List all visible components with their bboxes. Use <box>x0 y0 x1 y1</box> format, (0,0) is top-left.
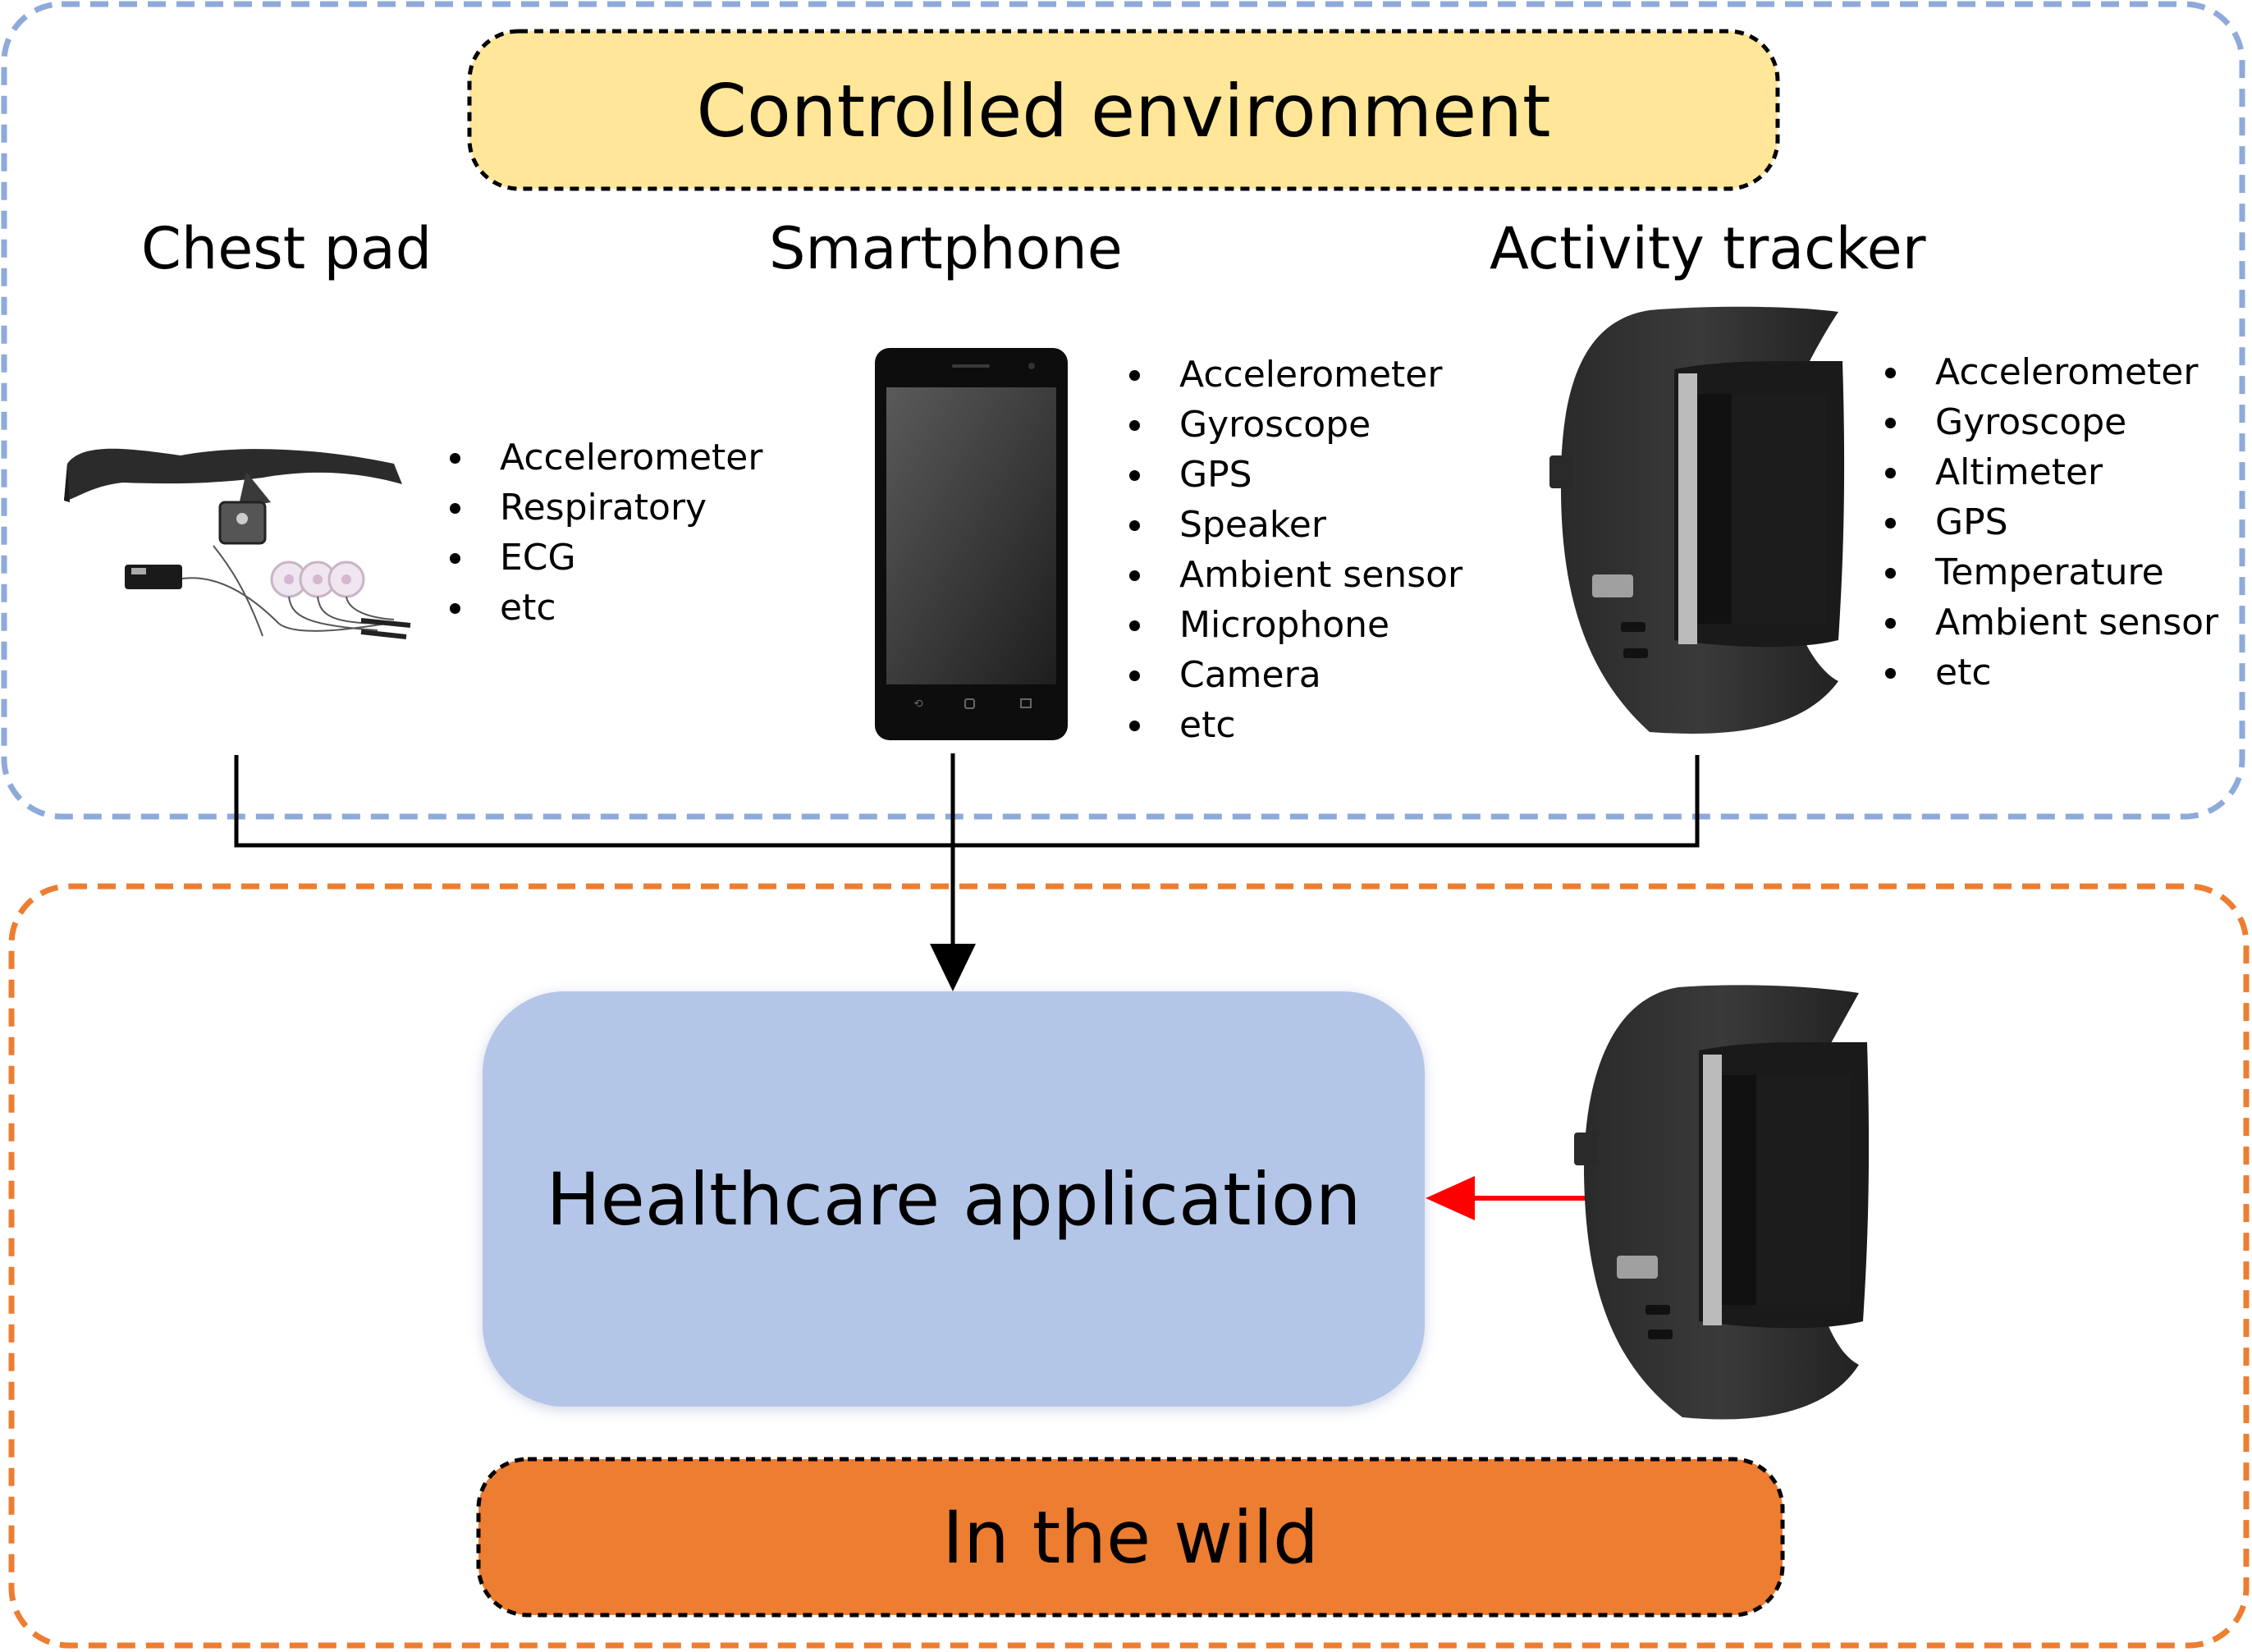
activity-tracker-title: Activity tracker <box>1490 215 1926 282</box>
chest-strap-icon <box>64 448 411 639</box>
controlled-environment-title: Controlled environment <box>696 69 1551 153</box>
in-the-wild-zone <box>8 883 2250 1649</box>
sensor-item: Accelerometer <box>1129 350 1462 400</box>
smartphone-icon: ⟲ <box>875 348 1068 740</box>
controlled-environment-banner <box>467 29 1780 191</box>
healthcare-application-label: Healthcare application <box>546 1156 1362 1242</box>
in-the-wild-banner <box>476 1457 1785 1618</box>
sensor-item: Temperature <box>1885 547 2218 597</box>
sensor-item: Gyroscope <box>1129 400 1462 450</box>
smartphone-title: Smartphone <box>769 215 1123 282</box>
sensor-item: Accelerometer <box>1885 347 2218 397</box>
sensor-item: ECG <box>450 533 762 583</box>
sensor-item: Gyroscope <box>1885 397 2218 447</box>
chest-pad-title: Chest pad <box>141 215 433 282</box>
sensor-item: Speaker <box>1129 500 1462 550</box>
healthcare-application-box: Healthcare application <box>483 991 1425 1407</box>
device-connectors <box>234 753 1700 952</box>
wild-data-arrowhead <box>1426 1176 1475 1220</box>
sensor-item: Ambient sensor <box>1885 597 2218 648</box>
sensor-item: etc <box>1129 700 1462 750</box>
sensor-item: GPS <box>1129 450 1462 500</box>
smartphone-sensor-list: Accelerometer Gyroscope GPS Speaker Ambi… <box>1129 350 1462 750</box>
sensor-item: GPS <box>1885 497 2218 547</box>
in-the-wild-title: In the wild <box>942 1495 1319 1580</box>
chest-pad-sensor-list: Accelerometer Respiratory ECG etc <box>450 432 762 633</box>
sensor-item: Camera <box>1129 650 1462 700</box>
sensor-item: Ambient sensor <box>1129 550 1462 600</box>
sensor-item: Microphone <box>1129 600 1462 650</box>
svg-text:⟲: ⟲ <box>913 698 923 711</box>
sensor-item: etc <box>450 583 762 633</box>
sensor-item: etc <box>1885 648 2218 698</box>
fitness-band-icon <box>1549 306 1845 734</box>
connector-arrowhead <box>930 944 976 991</box>
fitness-band-icon-wild <box>1574 985 1870 1420</box>
activity-tracker-sensor-list: Accelerometer Gyroscope Altimeter GPS Te… <box>1885 347 2218 698</box>
sensor-item: Respiratory <box>450 483 762 533</box>
sensor-item: Altimeter <box>1885 447 2218 497</box>
controlled-environment-zone <box>1 1 2245 820</box>
sensor-item: Accelerometer <box>450 432 762 483</box>
